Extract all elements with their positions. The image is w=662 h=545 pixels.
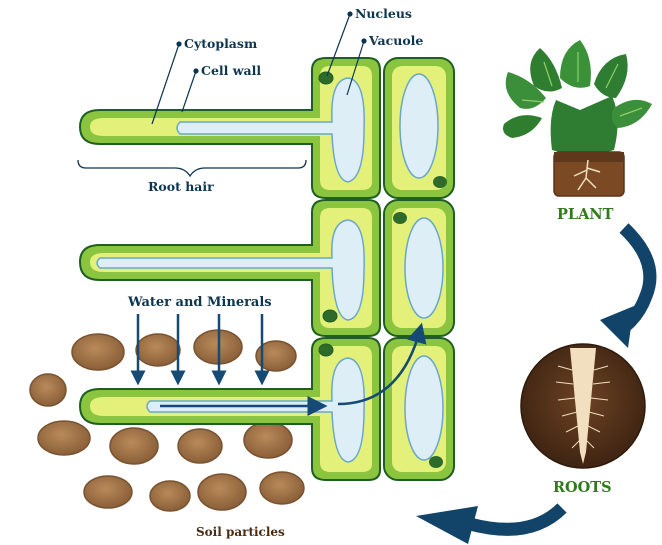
nucleus bbox=[319, 344, 333, 356]
soil-particle bbox=[30, 374, 66, 406]
inner-cell-bottom bbox=[384, 338, 454, 480]
vacuole bbox=[405, 356, 443, 460]
nucleus bbox=[393, 212, 407, 224]
label-water-minerals: Water and Minerals bbox=[127, 295, 272, 310]
plant-with-soil-block-icon bbox=[503, 40, 652, 196]
label-cell-wall: Cell wall bbox=[201, 63, 261, 78]
nucleus bbox=[323, 310, 337, 322]
inner-cell-top bbox=[384, 58, 454, 198]
root-hair-brace bbox=[78, 160, 306, 176]
nucleus bbox=[429, 456, 443, 468]
cycle-arrow-roots-to-cells bbox=[470, 508, 562, 529]
nucleus bbox=[319, 72, 333, 84]
soil-particle bbox=[38, 421, 90, 455]
label-cytoplasm: Cytoplasm bbox=[184, 36, 257, 51]
soil-particle bbox=[72, 334, 124, 370]
label-vacuole: Vacuole bbox=[368, 33, 423, 48]
soil-particle bbox=[244, 422, 292, 458]
cycle-arrow-head bbox=[600, 306, 634, 348]
label-plant: PLANT bbox=[557, 206, 614, 223]
nucleus bbox=[433, 176, 447, 188]
inner-cell-middle bbox=[384, 200, 454, 336]
soil-particle bbox=[178, 429, 222, 463]
soil-particle bbox=[110, 428, 158, 464]
label-nucleus: Nucleus bbox=[355, 6, 412, 21]
soil-particle bbox=[198, 474, 246, 510]
vacuole bbox=[405, 218, 443, 318]
label-root-hair: Root hair bbox=[148, 179, 214, 194]
soil-particle bbox=[136, 334, 180, 366]
soil-particle bbox=[260, 472, 304, 504]
soil-particle bbox=[84, 476, 132, 508]
root-cross-section-icon bbox=[521, 344, 645, 468]
root-hair-cell-middle bbox=[80, 200, 380, 336]
root-hair-cell-top bbox=[80, 58, 380, 198]
vacuole bbox=[177, 78, 364, 182]
cycle-arrow-head bbox=[416, 506, 478, 544]
soil-particle bbox=[150, 481, 190, 511]
label-soil-particles: Soil particles bbox=[196, 525, 285, 539]
label-roots: ROOTS bbox=[553, 479, 612, 496]
vacuole bbox=[400, 74, 438, 178]
